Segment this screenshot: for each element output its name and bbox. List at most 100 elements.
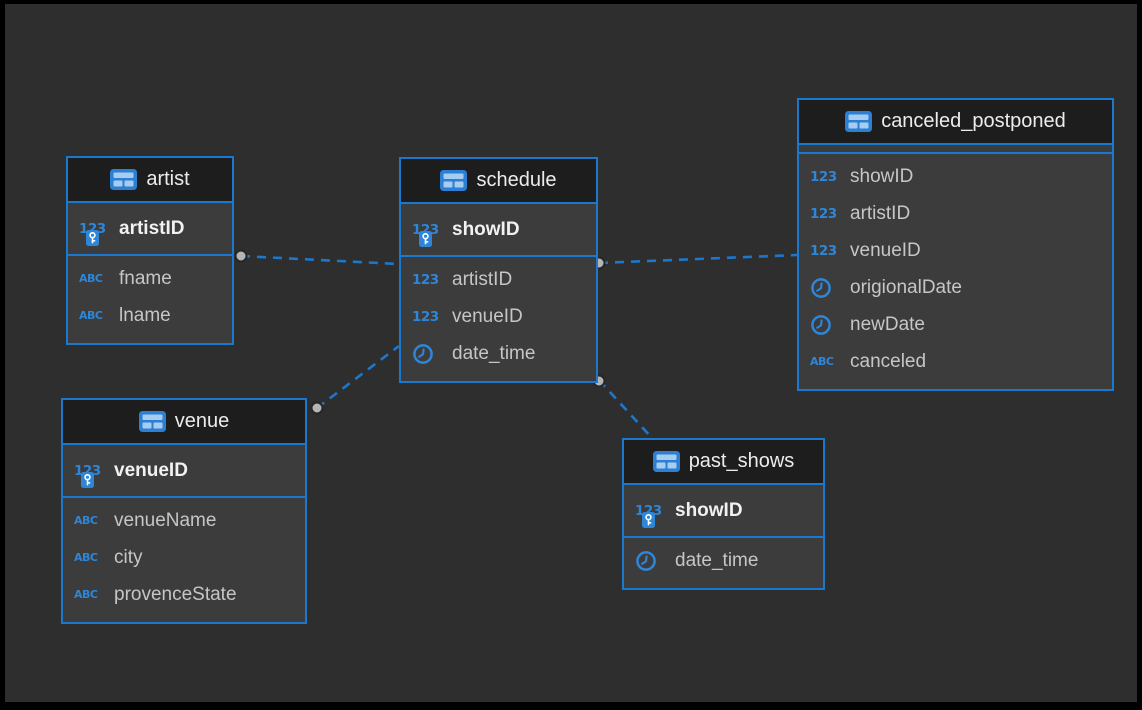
table-header[interactable]: artist (68, 158, 232, 203)
numeric-type-icon: 123 (412, 222, 442, 247)
column-date_time[interactable]: date_time (624, 542, 823, 579)
relationship-venue-schedule (310, 344, 400, 415)
string-type-icon: ABC (74, 514, 98, 527)
pk-section: 123 artistID (68, 203, 232, 256)
relationship-schedule-past-shows (592, 374, 652, 438)
column-name: artistID (850, 203, 911, 224)
string-type-icon: ABC (810, 355, 834, 368)
column-showID[interactable]: 123 showID (799, 158, 1112, 195)
datetime-type-icon (810, 277, 840, 299)
table-header[interactable]: schedule (401, 159, 596, 204)
column-name: showID (452, 219, 520, 240)
pk-section (799, 145, 1112, 154)
numeric-type-icon: 123 (810, 242, 837, 259)
table-title: venue (174, 410, 230, 432)
numeric-type-icon: 123 (74, 463, 104, 488)
table-icon (845, 111, 873, 132)
columns-section: 123 showID 123 artistID 123 venueID origionalD… (799, 154, 1112, 389)
column-venueID[interactable]: 123 venueID (799, 232, 1112, 269)
pk-section: 123 showID (401, 204, 596, 257)
string-type-icon: ABC (74, 588, 98, 601)
table-icon (440, 170, 468, 191)
pk-column-venueID[interactable]: 123 venueID (63, 452, 305, 489)
numeric-type-icon: 123 (412, 308, 439, 325)
primary-key-icon (86, 229, 99, 246)
relationship-line[interactable] (598, 379, 652, 438)
column-name: canceled (850, 351, 927, 372)
table-header[interactable]: past_shows (624, 440, 823, 485)
column-name: venueName (114, 510, 217, 531)
column-name: provenceState (114, 584, 237, 605)
connector-dot (310, 401, 324, 415)
string-type-icon: ABC (79, 272, 103, 285)
datetime-type-icon (635, 550, 665, 572)
pk-column-artistID[interactable]: 123 artistID (68, 210, 232, 247)
column-city[interactable]: ABC city (63, 539, 305, 576)
pk-section: 123 venueID (63, 445, 305, 498)
numeric-type-icon: 123 (635, 503, 665, 528)
numeric-type-icon: 123 (412, 271, 439, 288)
relationship-artist-schedule (234, 249, 399, 266)
primary-key-icon (642, 511, 655, 528)
column-name: artistID (119, 218, 185, 239)
table-icon (652, 451, 680, 472)
column-name: artistID (452, 269, 513, 290)
column-name: venueID (850, 240, 921, 261)
table-title: schedule (476, 169, 557, 191)
column-name: venueID (114, 460, 188, 481)
pk-column-showID[interactable]: 123 showID (401, 211, 596, 248)
column-name: lname (119, 305, 171, 326)
table-title: artist (146, 168, 190, 190)
string-type-icon: ABC (79, 309, 103, 322)
table-header[interactable]: venue (63, 400, 305, 445)
relationship-line[interactable] (240, 254, 399, 266)
relationship-line[interactable] (316, 344, 400, 410)
column-provenceState[interactable]: ABC provenceState (63, 576, 305, 613)
column-name: city (114, 547, 143, 568)
column-lname[interactable]: ABC lname (68, 297, 232, 334)
column-newDate[interactable]: newDate (799, 306, 1112, 343)
pk-column-showID[interactable]: 123 showID (624, 492, 823, 529)
column-date_time[interactable]: date_time (401, 335, 596, 372)
table-schedule[interactable]: schedule 123 showID 123 artistID 123 venueID… (399, 157, 598, 383)
column-venueID[interactable]: 123 venueID (401, 298, 596, 335)
numeric-type-icon: 123 (79, 221, 109, 246)
table-header[interactable]: canceled_postponed (799, 100, 1112, 145)
table-icon (110, 169, 138, 190)
column-name: date_time (452, 343, 536, 364)
column-name: venueID (452, 306, 523, 327)
column-name: origionalDate (850, 277, 962, 298)
datetime-type-icon (412, 343, 442, 365)
relationship-line[interactable] (598, 253, 798, 265)
column-name: newDate (850, 314, 925, 335)
column-name: showID (675, 500, 743, 521)
columns-section: 123 artistID 123 venueID date_time (401, 257, 596, 381)
pk-section: 123 showID (624, 485, 823, 538)
string-type-icon: ABC (74, 551, 98, 564)
relationship-schedule-canceled-postponed (592, 253, 798, 270)
column-artistID[interactable]: 123 artistID (401, 261, 596, 298)
numeric-type-icon: 123 (810, 205, 837, 222)
table-past-shows[interactable]: past_shows 123 showID date_time (622, 438, 825, 590)
column-canceled[interactable]: ABC canceled (799, 343, 1112, 380)
table-title: canceled_postponed (881, 110, 1066, 132)
connector-dot (234, 249, 248, 263)
primary-key-icon (419, 230, 432, 247)
datetime-type-icon (810, 314, 840, 336)
column-name: date_time (675, 550, 759, 571)
column-venueName[interactable]: ABC venueName (63, 502, 305, 539)
primary-key-icon (81, 471, 94, 488)
columns-section: date_time (624, 538, 823, 588)
numeric-type-icon: 123 (810, 168, 837, 185)
column-origionalDate[interactable]: origionalDate (799, 269, 1112, 306)
table-title: past_shows (688, 450, 795, 472)
column-artistID[interactable]: 123 artistID (799, 195, 1112, 232)
column-name: showID (850, 166, 914, 187)
